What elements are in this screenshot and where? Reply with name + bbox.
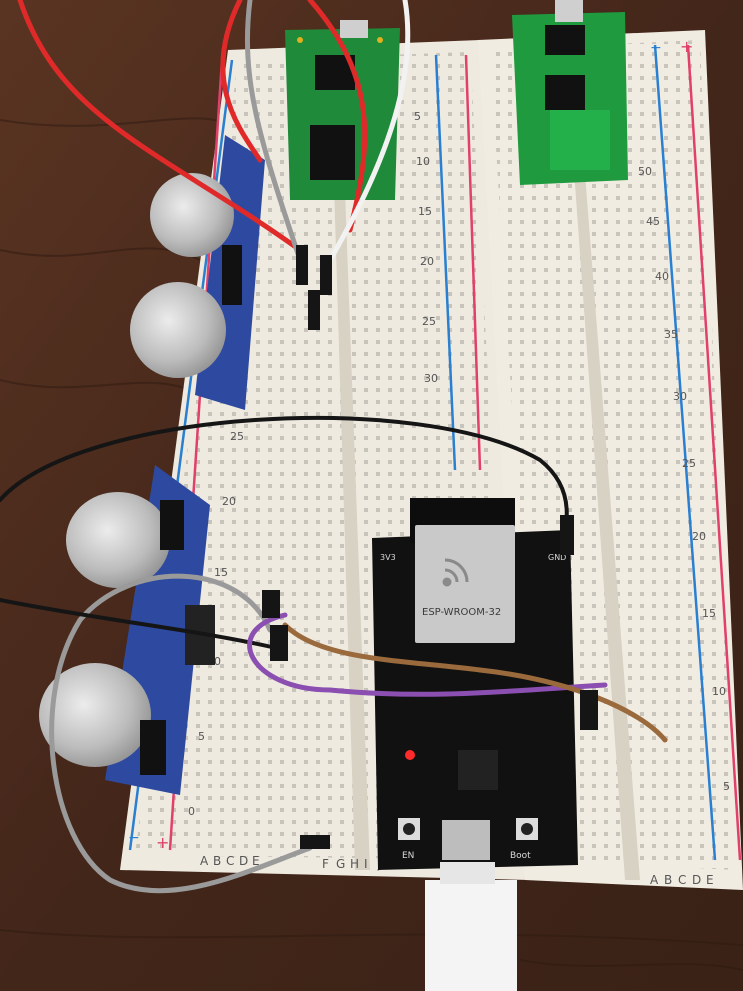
- svg-text:10: 10: [416, 155, 430, 168]
- jumper-connectors: [262, 245, 598, 849]
- pin-gnd-label: GND: [548, 553, 566, 562]
- row-numbers-mid: 5 10 15 20 25 30: [414, 110, 438, 385]
- svg-text:H: H: [350, 857, 359, 871]
- svg-text:F: F: [322, 857, 329, 871]
- esp32-devkit-board: ESP-WROOM-32 EN Boot 3V3 GND: [372, 498, 578, 870]
- rail-plus-right: +: [680, 37, 693, 56]
- esp32-chip-label: ESP-WROOM-32: [422, 607, 501, 618]
- svg-text:5: 5: [723, 780, 730, 793]
- ultrasonic-sensor-lower: [39, 465, 215, 795]
- svg-text:B: B: [213, 854, 221, 868]
- svg-text:0: 0: [188, 805, 195, 818]
- svg-text:15: 15: [214, 566, 228, 579]
- rail-line-blue-mid: [434, 54, 457, 471]
- svg-text:25: 25: [230, 430, 244, 443]
- svg-text:I: I: [364, 857, 368, 871]
- svg-text:5: 5: [414, 110, 421, 123]
- espressif-logo: [442, 558, 469, 587]
- svg-text:G: G: [336, 857, 345, 871]
- svg-text:E: E: [252, 854, 260, 868]
- svg-text:A: A: [200, 854, 209, 868]
- rail-plus-left: +: [156, 833, 169, 852]
- power-led-icon: [405, 750, 415, 760]
- svg-text:40: 40: [655, 270, 669, 283]
- rail-minus-left: −: [128, 830, 140, 846]
- col-letters-left: A B C D E: [200, 854, 260, 868]
- svg-text:15: 15: [418, 205, 432, 218]
- svg-text:20: 20: [222, 495, 236, 508]
- svg-text:35: 35: [664, 328, 678, 341]
- pin-3v3-label: 3V3: [380, 553, 396, 562]
- wire-white: [327, 0, 411, 263]
- svg-text:10: 10: [712, 685, 726, 698]
- wire-red: [17, 0, 368, 253]
- svg-text:20: 20: [692, 530, 706, 543]
- wire-brown: [282, 622, 668, 743]
- ultrasonic-sensor-upper: [130, 135, 265, 410]
- svg-text:45: 45: [646, 215, 660, 228]
- svg-text:D: D: [239, 854, 248, 868]
- svg-text:C: C: [226, 854, 234, 868]
- svg-text:30: 30: [424, 372, 438, 385]
- micro-usb-port: [442, 820, 490, 860]
- wire-purple: [247, 612, 608, 697]
- breadboard-left-trench: [330, 55, 370, 870]
- svg-text:A: A: [650, 873, 659, 887]
- en-button-cap: [403, 823, 415, 835]
- rail-line-blue-right: [653, 44, 717, 861]
- boot-label: Boot: [510, 851, 531, 861]
- rail-line-red-mid: [464, 54, 482, 471]
- boot-button-cap: [521, 823, 533, 835]
- rail-line-red-right: [686, 44, 742, 861]
- green-board-top-left: [285, 20, 400, 200]
- breadboard-right-trench: [565, 45, 640, 880]
- svg-text:50: 50: [638, 165, 652, 178]
- svg-text:5: 5: [198, 730, 205, 743]
- svg-text:30: 30: [673, 390, 687, 403]
- svg-text:D: D: [692, 873, 701, 887]
- svg-text:15: 15: [702, 607, 716, 620]
- col-letters-right: A B C D E: [650, 873, 714, 887]
- usb-uart-chip: [458, 750, 498, 790]
- svg-text:25: 25: [422, 315, 436, 328]
- row-numbers-right: 5 10 15 20 25 30 35 40 45 50: [638, 165, 730, 793]
- svg-text:25: 25: [682, 457, 696, 470]
- svg-text:E: E: [706, 873, 714, 887]
- usb-cable: [425, 862, 517, 991]
- en-label: EN: [402, 851, 414, 861]
- green-board-top-right: [512, 0, 628, 185]
- svg-text:B: B: [664, 873, 672, 887]
- wire-gray: [49, 0, 313, 894]
- rail-minus-right: −: [650, 40, 662, 56]
- svg-text:C: C: [678, 873, 686, 887]
- esp32-module-shield: [415, 525, 515, 643]
- svg-text:20: 20: [420, 255, 434, 268]
